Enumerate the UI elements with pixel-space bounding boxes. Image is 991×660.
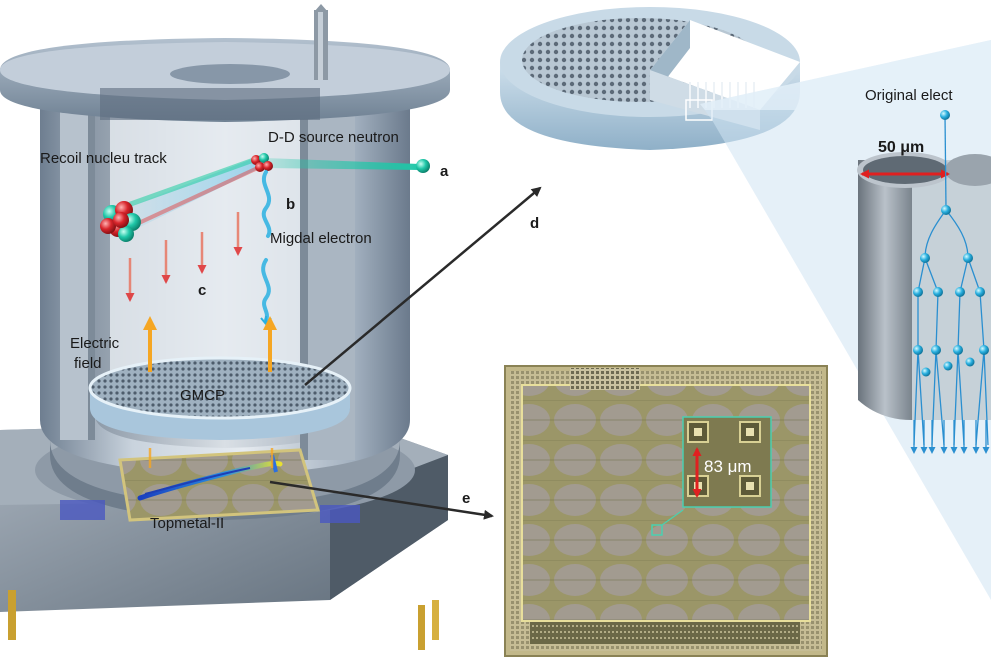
gmcp-label: GMCP	[180, 387, 225, 404]
pointer-arrow-e	[269, 480, 494, 520]
electron-dots	[913, 110, 989, 377]
original-electron-label: Original elect	[865, 87, 953, 104]
channel-detail: 50 μm Original elect	[857, 87, 991, 454]
recoil-label: Recoil nucleu track	[40, 150, 167, 167]
recoil-nucleus-icon	[100, 201, 141, 242]
migdal-label: Migdal electron	[270, 230, 372, 247]
label-c: c	[198, 282, 206, 299]
pixel-size-label: 83 μm	[704, 457, 752, 476]
topmetal-label: Topmetal-II	[150, 515, 224, 532]
label-e: e	[462, 490, 470, 507]
field-label-1: Electric	[70, 335, 120, 352]
neutron-sphere-icon	[416, 159, 430, 173]
gmcp-plate: GMCP	[88, 356, 352, 440]
topmetal-chip: Topmetal-II	[118, 448, 320, 532]
connector-pin	[8, 590, 16, 640]
gmcp-disk-detail	[500, 7, 800, 150]
electric-field-arrows: Electric field	[70, 316, 277, 372]
drift-arrows: c	[125, 212, 274, 468]
chip-micrograph: 83 μm	[504, 365, 828, 657]
pixel-highlight	[651, 524, 663, 536]
connector-pin	[432, 600, 439, 640]
label-a: a	[440, 163, 449, 180]
output-arrows	[910, 420, 990, 454]
neutron-beam: a	[265, 158, 449, 180]
source-label: D-D source neutron	[268, 129, 399, 146]
target-nucleus-icon	[251, 153, 273, 172]
pore-size-label: 50 μm	[878, 139, 924, 156]
zoom-leader	[661, 509, 684, 526]
label-d: d	[530, 215, 539, 232]
pointer-arrow-d	[304, 186, 542, 386]
recoil-track: Recoil nucleu track D-D source neutron	[40, 129, 399, 242]
migdal-electron: b Migdal electron	[260, 170, 372, 327]
label-b: b	[286, 196, 295, 213]
field-label-2: field	[74, 355, 102, 372]
pixel-inset: 83 μm	[682, 416, 772, 508]
connector-pin	[418, 605, 425, 650]
detector-chamber	[0, 4, 450, 523]
